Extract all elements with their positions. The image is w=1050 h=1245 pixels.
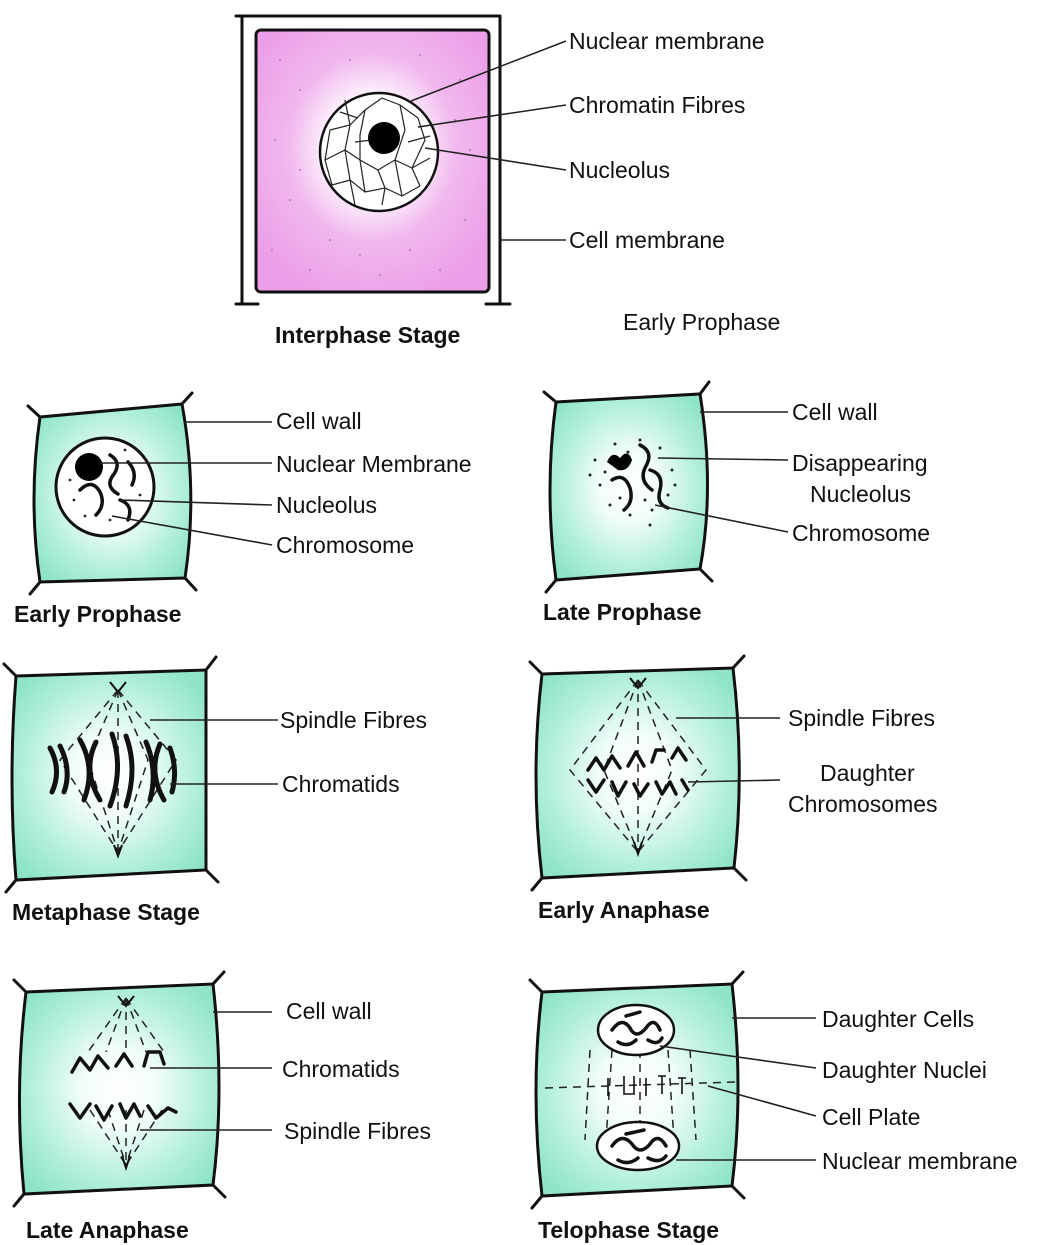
- interphase-nucleolus: [368, 122, 400, 154]
- interphase-nucleus: [320, 93, 438, 211]
- telophase-lower-nucleus: [597, 1122, 679, 1170]
- label-nucleolus: Nucleolus: [569, 157, 670, 183]
- late-prophase-panel: Cell wall Disappearing Nucleolus Chromos…: [543, 382, 930, 625]
- title-late-anaphase: Late Anaphase: [26, 1217, 189, 1243]
- caption-early-prophase: Early Prophase: [623, 309, 780, 335]
- interphase-panel: Nuclear membrane Chromatin Fibres Nucleo…: [236, 16, 765, 348]
- early-prophase-panel: Cell wall Nuclear Membrane Nucleolus Chr…: [14, 393, 472, 627]
- label-chromatin-fibres: Chromatin Fibres: [569, 92, 745, 118]
- label-nucleolus: Nucleolus: [276, 492, 377, 518]
- late-anaphase-panel: Cell wall Chromatids Spindle Fibres Late…: [14, 972, 431, 1243]
- label-chromosome: Chromosome: [276, 532, 414, 558]
- label-daughter: Daughter: [820, 760, 915, 786]
- label-cell-plate: Cell Plate: [822, 1104, 920, 1130]
- metaphase-panel: Spindle Fibres Chromatids Metaphase Stag…: [4, 657, 427, 925]
- title-interphase: Interphase Stage: [275, 322, 460, 348]
- title-early-anaphase: Early Anaphase: [538, 897, 710, 923]
- title-late-prophase: Late Prophase: [543, 599, 702, 625]
- label-nuclear-membrane: Nuclear Membrane: [276, 451, 472, 477]
- telophase-upper-nucleus: [598, 1005, 674, 1055]
- label-chromosome: Chromosome: [792, 520, 930, 546]
- label-spindle-fibres: Spindle Fibres: [284, 1118, 431, 1144]
- label-cell-wall: Cell wall: [276, 408, 362, 434]
- telophase-panel: Daughter Cells Daughter Nuclei Cell Plat…: [530, 972, 1018, 1243]
- label-nuclear-membrane: Nuclear membrane: [569, 28, 765, 54]
- label-chromosomes: Chromosomes: [788, 791, 938, 817]
- label-chromatids: Chromatids: [282, 771, 400, 797]
- title-metaphase: Metaphase Stage: [12, 899, 200, 925]
- label-cell-membrane: Cell membrane: [569, 227, 725, 253]
- title-telophase: Telophase Stage: [538, 1217, 719, 1243]
- label-nuclear-membrane: Nuclear membrane: [822, 1148, 1018, 1174]
- label-disappearing: Disappearing: [792, 450, 928, 476]
- label-cell-wall: Cell wall: [792, 399, 878, 425]
- early-anaphase-panel: Spindle Fibres Daughter Chromosomes Earl…: [530, 656, 938, 923]
- label-chromatids: Chromatids: [282, 1056, 400, 1082]
- label-spindle-fibres: Spindle Fibres: [280, 707, 427, 733]
- title-early-prophase: Early Prophase: [14, 601, 181, 627]
- label-cell-wall: Cell wall: [286, 998, 372, 1024]
- label-spindle-fibres: Spindle Fibres: [788, 705, 935, 731]
- label-daughter-cells: Daughter Cells: [822, 1006, 974, 1032]
- label-daughter-nuclei: Daughter Nuclei: [822, 1057, 987, 1083]
- label-nucleolus: Nucleolus: [810, 481, 911, 507]
